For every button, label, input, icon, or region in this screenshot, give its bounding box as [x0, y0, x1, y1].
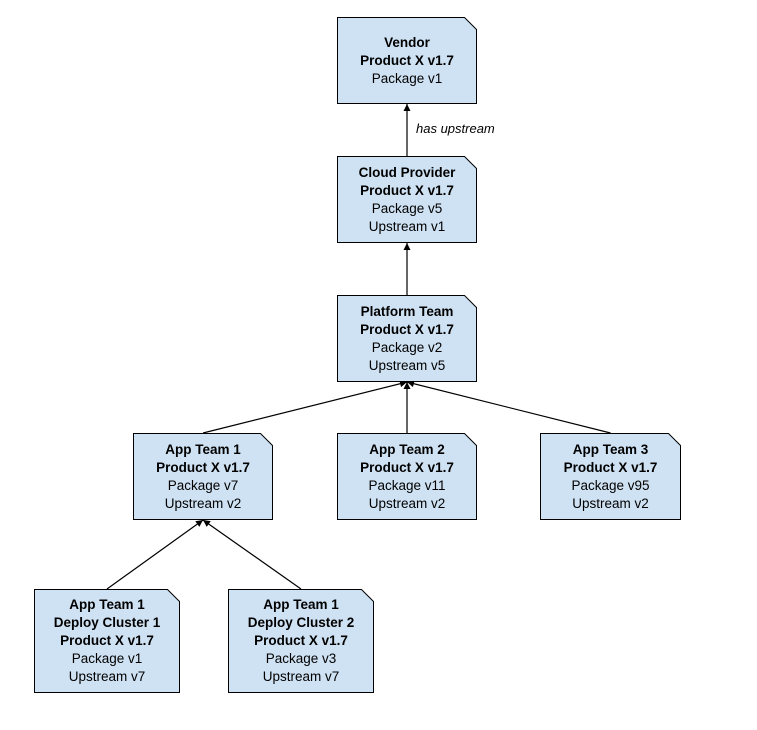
node-shape	[34, 589, 180, 693]
node-title-line: Vendor	[384, 34, 430, 50]
edge-cluster2-to-app1	[202, 519, 302, 590]
node-text: App Team 1 Deploy Cluster 2 Product X v1.7…	[228, 589, 374, 693]
node-title-line: Deploy Cluster 2	[247, 615, 355, 630]
node-title-line: Product X v1.7	[360, 321, 454, 337]
node-detail-line: Package v11	[368, 477, 446, 493]
node-title-line: App Team 3	[572, 441, 649, 457]
node-detail-line: Package v7	[167, 477, 239, 493]
node-detail-line: Package v1	[71, 651, 143, 666]
arrowhead	[403, 104, 411, 111]
edge-cluster1-to-app1	[106, 519, 204, 590]
node-title-line: Product X v1.7	[156, 459, 250, 475]
node-title-line: Product X v1.7	[563, 459, 658, 475]
arrowhead	[403, 382, 411, 389]
node-text: App Team 1 Deploy Cluster 1 Product X v1.7…	[34, 589, 180, 693]
node-shape	[337, 433, 477, 520]
node-detail-line: Package v1	[371, 70, 443, 86]
node-title-line: App Team 2	[369, 441, 445, 457]
node-detail-line: Upstream v7	[262, 669, 340, 684]
node-title-line: App Team 1	[69, 597, 145, 612]
node-detail-line: Upstream v1	[368, 218, 446, 234]
node-shape	[228, 589, 374, 693]
node-shape	[337, 17, 477, 104]
node-detail-line: Upstream v5	[368, 357, 446, 373]
node-shape	[133, 433, 273, 520]
arrowhead	[195, 520, 203, 527]
node-title-line: Product X v1.7	[360, 52, 454, 68]
node-title-line: Product X v1.7	[60, 633, 154, 648]
node-detail-line: Package v3	[265, 651, 337, 666]
node-cluster2: App Team 1 Deploy Cluster 2 Product X v1.7…	[228, 589, 374, 693]
node-title-line: Product X v1.7	[360, 182, 454, 198]
node-title-line: App Team 1	[263, 597, 339, 612]
node-detail-line: Upstream v2	[572, 495, 649, 511]
node-detail-line: Package v2	[371, 339, 443, 355]
node-cluster1: App Team 1 Deploy Cluster 1 Product X v1.7…	[34, 589, 180, 693]
node-title-line: Platform Team	[360, 303, 454, 319]
edge-app3-to-platform	[406, 381, 611, 434]
node-detail-line: Package v5	[371, 200, 443, 216]
node-shape	[540, 433, 681, 520]
node-title-line: Product X v1.7	[360, 459, 454, 475]
node-title-line: Deploy Cluster 1	[53, 615, 161, 630]
arrowhead	[403, 243, 411, 250]
arrowhead	[407, 380, 415, 388]
node-shape	[337, 295, 477, 382]
node-title-line: Cloud Provider	[358, 164, 456, 180]
arrowhead	[203, 520, 211, 527]
node-detail-line: Upstream v2	[368, 495, 446, 511]
node-title-line: App Team 1	[165, 441, 241, 457]
node-detail-line: Upstream v2	[164, 495, 242, 511]
node-shape	[337, 156, 477, 243]
node-title-line: Product X v1.7	[254, 633, 348, 648]
edge-app1-to-platform	[202, 381, 408, 434]
node-detail-line: Upstream v7	[68, 669, 146, 684]
edge-label: has upstream	[416, 121, 495, 136]
node-detail-line: Package v95	[571, 477, 650, 493]
